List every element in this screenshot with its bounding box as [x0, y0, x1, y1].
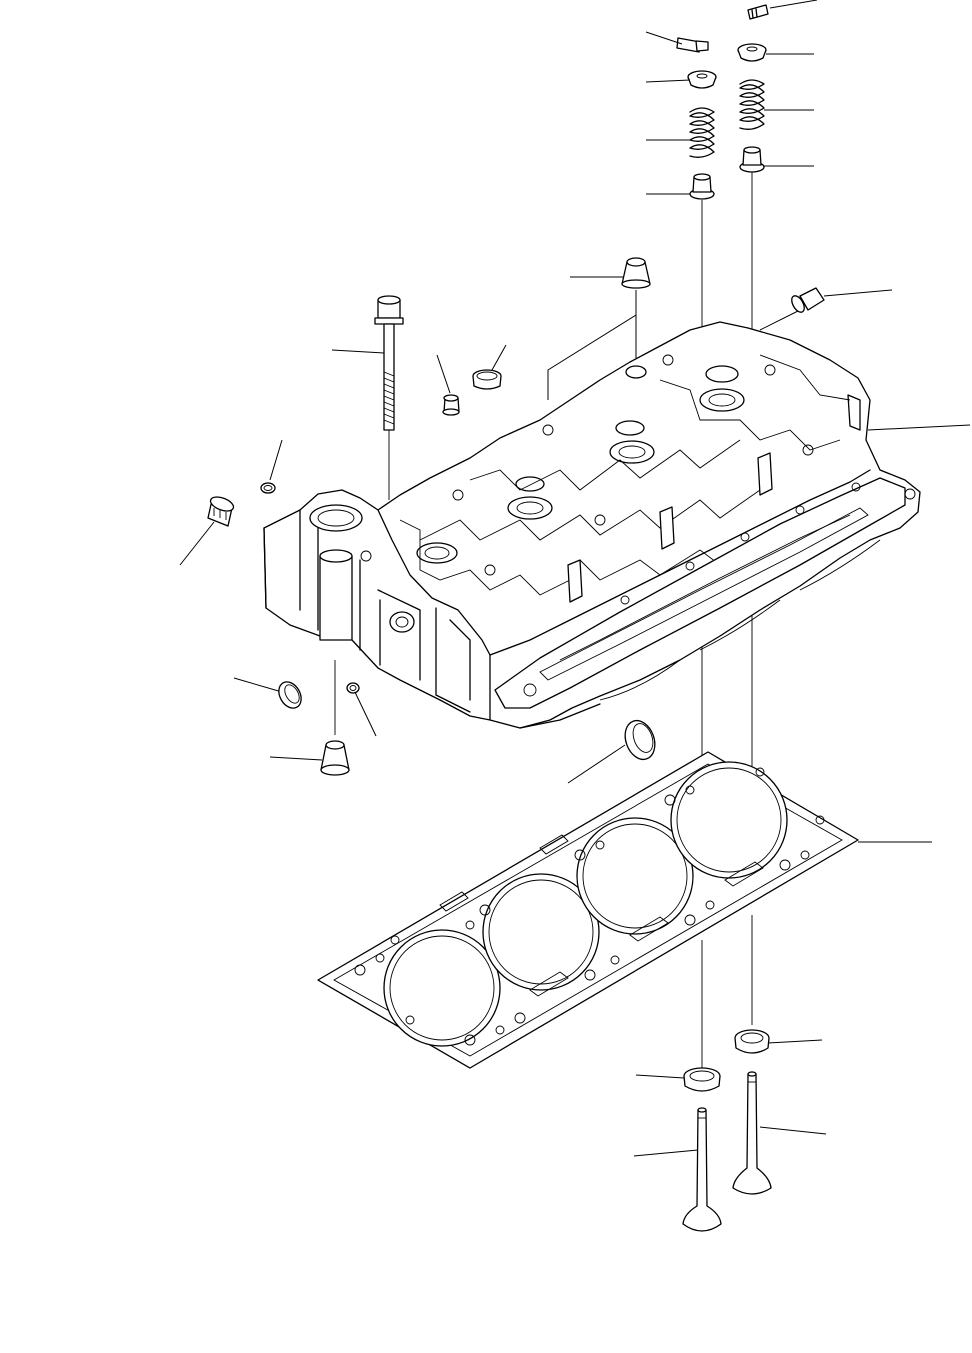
head-bolt	[374, 295, 404, 500]
valve-seat-insert-left	[683, 1067, 721, 1092]
valve-seat-insert-right	[734, 1029, 770, 1054]
expansion-plug-top	[621, 257, 651, 289]
expansion-plug-bottom-left	[320, 660, 350, 776]
valve-stem-seal-left	[689, 173, 715, 200]
valve-spring-right	[739, 79, 765, 130]
cup-plug-left-bottom	[278, 681, 302, 709]
threaded-plug-left	[207, 496, 235, 527]
valve-right	[732, 1071, 772, 1195]
dowel-pin-top	[442, 394, 460, 416]
expansion-plug-right	[791, 287, 825, 313]
o-ring-small-bottom	[346, 682, 360, 694]
cylinder-head	[263, 321, 921, 729]
o-ring-left-top	[260, 482, 276, 494]
valve-spring-left	[689, 107, 715, 158]
spring-retainer-right	[737, 43, 767, 62]
cup-plug-side	[624, 719, 656, 761]
valve-cotter-right	[747, 4, 769, 20]
valve-left	[682, 1107, 722, 1232]
valve-stem-seal-right	[739, 146, 765, 173]
cup-plug-top	[472, 369, 502, 390]
leader-lines	[179, 0, 971, 1157]
cylinder-head-gasket	[317, 751, 859, 1069]
valve-cotter-left	[676, 37, 709, 53]
spring-retainer-left	[687, 70, 717, 89]
